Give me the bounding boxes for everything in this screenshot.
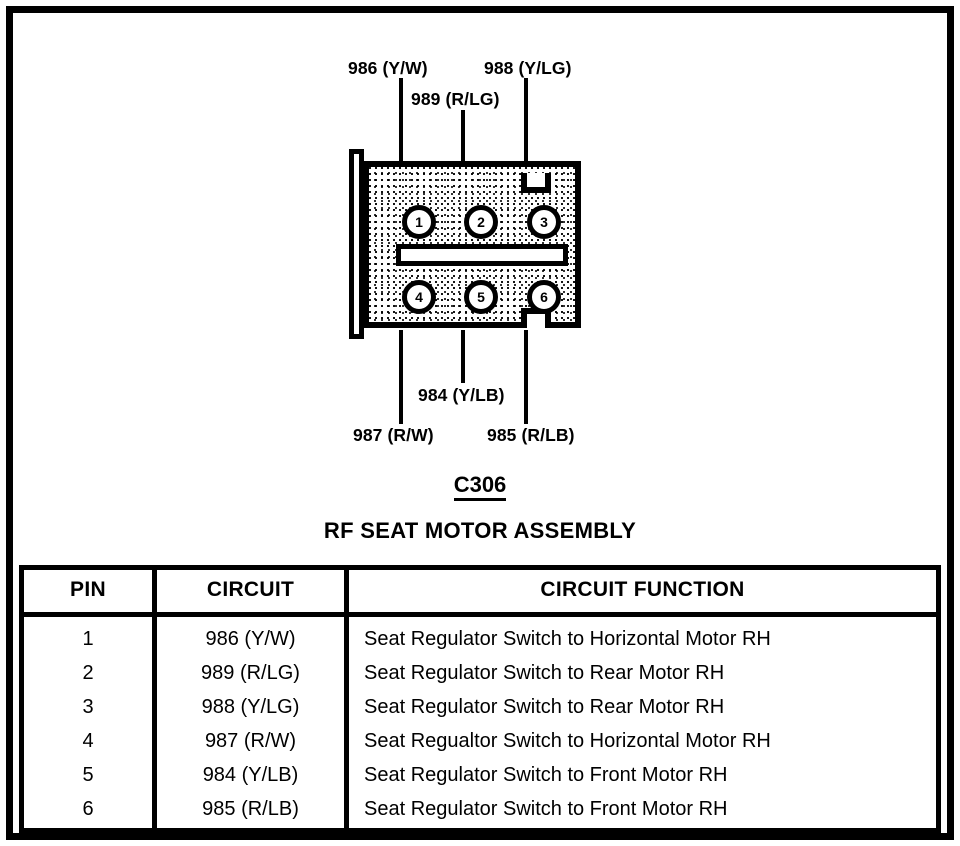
cell-pin: 2 (82, 662, 94, 684)
table-row: 5 984 (Y/LB) Seat Regulator Switch to Fr… (24, 758, 936, 792)
table-row: 2 989 (R/LG) Seat Regulator Switch to Re… (24, 656, 936, 690)
cell-function: Seat Regulator Switch to Front Motor RH (364, 764, 728, 786)
column-divider-1-body (152, 617, 157, 828)
column-divider-2 (344, 570, 349, 612)
leader-line-pin-6 (524, 330, 528, 424)
page-border (6, 6, 954, 840)
wire-label-top-2: 989 (R/LG) (411, 89, 500, 109)
cell-pin: 6 (82, 798, 94, 820)
wire-label-top-1: 986 (Y/W) (348, 58, 428, 78)
pin-circle-3[interactable]: 3 (527, 205, 561, 239)
header-pin: PIN (70, 578, 106, 601)
pin-circle-4[interactable]: 4 (402, 280, 436, 314)
wire-label-bottom-4: 987 (R/W) (353, 425, 434, 445)
column-divider-1 (152, 570, 157, 612)
cell-pin: 5 (82, 764, 94, 786)
pin-circle-2[interactable]: 2 (464, 205, 498, 239)
leader-line-pin-4 (399, 330, 403, 424)
pin-circle-5[interactable]: 5 (464, 280, 498, 314)
connector-center-slot (396, 244, 568, 266)
cell-circuit: 984 (Y/LB) (202, 764, 299, 786)
assembly-title: RF SEAT MOTOR ASSEMBLY (323, 518, 637, 543)
table-row: 1 986 (Y/W) Seat Regulator Switch to Hor… (24, 622, 936, 656)
wire-label-top-3: 988 (Y/LG) (484, 58, 572, 78)
pin-assignment-table: PIN CIRCUIT CIRCUIT FUNCTION 1 986 (Y/W)… (19, 565, 941, 833)
header-circuit: CIRCUIT (206, 578, 295, 601)
cell-function: Seat Regualtor Switch to Horizontal Moto… (364, 730, 771, 752)
cell-function: Seat Regulator Switch to Horizontal Moto… (364, 628, 771, 650)
cell-circuit: 988 (Y/LG) (201, 696, 300, 718)
keying-notch-top (521, 173, 551, 193)
cell-circuit: 986 (Y/W) (205, 628, 296, 650)
table-row: 6 985 (R/LB) Seat Regulator Switch to Fr… (24, 792, 936, 826)
cell-function: Seat Regulator Switch to Rear Motor RH (364, 662, 725, 684)
cell-pin: 1 (82, 628, 94, 650)
cell-circuit: 989 (R/LG) (201, 662, 300, 684)
pin-circle-1[interactable]: 1 (402, 205, 436, 239)
connector-shell: 1 2 3 4 5 6 (363, 161, 581, 328)
connector-diagram: 986 (Y/W) 989 (R/LG) 988 (Y/LG) 1 2 3 4 … (0, 58, 960, 543)
table-body: 1 986 (Y/W) Seat Regulator Switch to Hor… (24, 617, 936, 828)
connector-left-flange (349, 149, 364, 339)
wire-label-bottom-5: 984 (Y/LB) (418, 385, 505, 405)
cell-pin: 3 (82, 696, 94, 718)
cell-function: Seat Regulator Switch to Front Motor RH (364, 798, 728, 820)
column-divider-2-body (344, 617, 349, 828)
connector-code-text: C306 (453, 472, 507, 501)
pin-circle-6[interactable]: 6 (527, 280, 561, 314)
table-row: 4 987 (R/W) Seat Regualtor Switch to Hor… (24, 724, 936, 758)
header-function: CIRCUIT FUNCTION (540, 578, 745, 601)
connector-body: 1 2 3 4 5 6 (349, 149, 581, 339)
cell-function: Seat Regulator Switch to Rear Motor RH (364, 696, 725, 718)
cell-circuit: 987 (R/W) (204, 730, 297, 752)
wire-label-bottom-6: 985 (R/LB) (487, 425, 575, 445)
leader-line-pin-2 (461, 110, 465, 161)
leader-line-pin-1 (399, 78, 403, 161)
cell-pin: 4 (82, 730, 94, 752)
leader-line-pin-3 (524, 78, 528, 161)
cell-circuit: 985 (R/LB) (202, 798, 299, 820)
leader-line-pin-5 (461, 330, 465, 383)
table-header-row: PIN CIRCUIT CIRCUIT FUNCTION (24, 570, 936, 617)
connector-code-caption: C306 (0, 472, 960, 501)
table-row: 3 988 (Y/LG) Seat Regulator Switch to Re… (24, 690, 936, 724)
